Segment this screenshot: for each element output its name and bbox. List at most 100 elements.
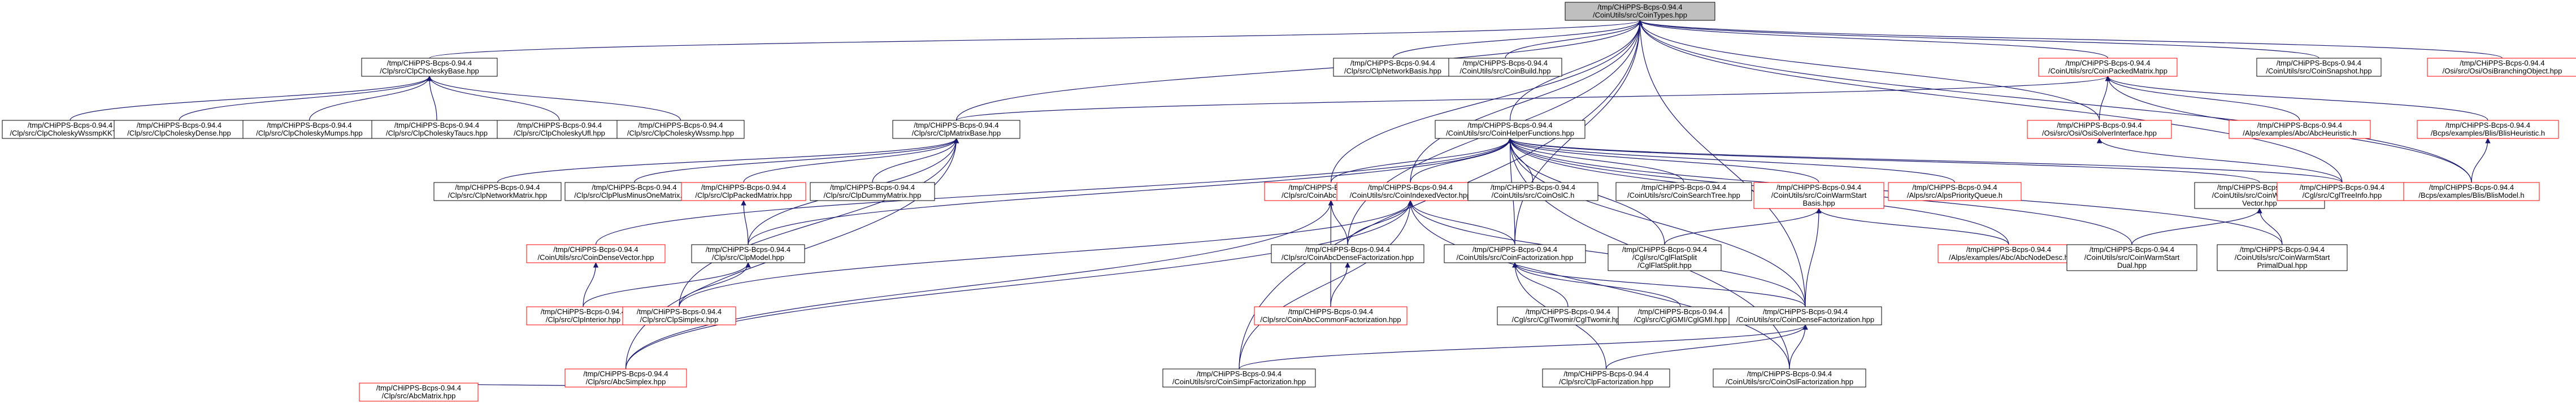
node-box xyxy=(1333,58,1453,77)
node-CoinAbcCommonFact[interactable]: /tmp/CHiPPS-Bcps-0.94.4/Clp/src/CoinAbcC… xyxy=(1254,306,1408,325)
node-label: /Clp/src/ClpModel.hpp xyxy=(712,253,784,262)
node-CglTwomir[interactable]: /tmp/CHiPPS-Bcps-0.94.4/Cgl/src/CglTwomi… xyxy=(1497,306,1639,325)
edge-CoinPackedMatrix-to-root xyxy=(1637,20,2109,59)
edge-CoinWarmStartPrimalDual-to-CoinWarmStartVector xyxy=(2257,208,2283,245)
node-CoinDenseFact[interactable]: /tmp/CHiPPS-Bcps-0.94.4/CoinUtils/src/Co… xyxy=(1728,306,1882,325)
node-label: /Alps/src/AlpsPriorityQueue.h xyxy=(1907,191,2002,199)
node-ClpCholeskyBase[interactable]: /tmp/CHiPPS-Bcps-0.94.4/Clp/src/ClpChole… xyxy=(361,58,498,77)
node-CholDense[interactable]: /tmp/CHiPPS-Bcps-0.94.4/Clp/src/ClpChole… xyxy=(114,120,245,139)
node-AbcHeuristic[interactable]: /tmp/CHiPPS-Bcps-0.94.4/Alps/examples/Ab… xyxy=(2229,120,2371,139)
node-CoinWarmStartPrimalDual[interactable]: /tmp/CHiPPS-Bcps-0.94.4/CoinUtils/src/Co… xyxy=(2217,244,2348,271)
node-root[interactable]: /tmp/CHiPPS-Bcps-0.94.4/CoinUtils/src/Co… xyxy=(1565,2,1715,21)
node-CholWssmp[interactable]: /tmp/CHiPPS-Bcps-0.94.4/Clp/src/ClpChole… xyxy=(616,120,745,139)
node-ClpModel[interactable]: /tmp/CHiPPS-Bcps-0.94.4/Clp/src/ClpModel… xyxy=(691,244,805,263)
node-AbcSimplex[interactable]: /tmp/CHiPPS-Bcps-0.94.4/Clp/src/AbcSimpl… xyxy=(564,368,687,388)
node-AbcMatrix[interactable]: /tmp/CHiPPS-Bcps-0.94.4/Clp/src/AbcMatri… xyxy=(359,383,479,402)
node-label: /tmp/CHiPPS-Bcps-0.94.4 xyxy=(830,183,915,192)
node-ClpLinear[interactable]: /tmp/CHiPPS-Bcps-0.94.4/Clp/src/ClpInter… xyxy=(526,306,640,325)
node-label: /tmp/CHiPPS-Bcps-0.94.4 xyxy=(1641,183,1726,192)
edge-ClpNetworkMatrix-to-ClpMatrixBase xyxy=(497,138,959,183)
node-label: /tmp/CHiPPS-Bcps-0.94.4 xyxy=(387,59,472,67)
node-box xyxy=(371,120,502,139)
node-CoinHelper[interactable]: /tmp/CHiPPS-Bcps-0.94.4/CoinUtils/src/Co… xyxy=(1435,120,1585,139)
edge-CoinAbcDenseFact-to-CoinAbcCommon xyxy=(1328,200,1348,245)
node-box xyxy=(564,368,687,388)
edge-CholTaucs-to-ClpCholeskyBase xyxy=(427,76,437,121)
node-ClpNetworkBasis[interactable]: /tmp/CHiPPS-Bcps-0.94.4/Clp/src/ClpNetwo… xyxy=(1333,58,1453,77)
node-CholTaucs[interactable]: /tmp/CHiPPS-Bcps-0.94.4/Clp/src/ClpChole… xyxy=(371,120,502,139)
node-label: /tmp/CHiPPS-Bcps-0.94.4 xyxy=(267,121,351,129)
node-CoinSnapshot[interactable]: /tmp/CHiPPS-Bcps-0.94.4/CoinUtils/src/Co… xyxy=(2256,58,2382,77)
node-label: /tmp/CHiPPS-Bcps-0.94.4 xyxy=(701,183,786,192)
node-BlisModel[interactable]: /tmp/CHiPPS-Bcps-0.94.4/Bcps/examples/Bl… xyxy=(2403,182,2540,201)
node-CglFlatSplit[interactable]: /tmp/CHiPPS-Bcps-0.94.4/Cgl/src/CglFlatS… xyxy=(1608,244,1722,271)
node-ClpPacked[interactable]: /tmp/CHiPPS-Bcps-0.94.4/Clp/src/ClpPacke… xyxy=(681,182,806,201)
edge-CholUfl-to-ClpCholeskyBase xyxy=(427,76,560,121)
node-CoinOslFact[interactable]: /tmp/CHiPPS-Bcps-0.94.4/CoinUtils/src/Co… xyxy=(1713,368,1866,388)
node-label: /Clp/src/ClpCholeskyUfl.hpp xyxy=(514,129,605,137)
node-CglGMI[interactable]: /tmp/CHiPPS-Bcps-0.94.4/Cgl/src/CglGMI/C… xyxy=(1618,306,1743,325)
node-CglTreeInfo[interactable]: /tmp/CHiPPS-Bcps-0.94.4/Cgl/src/CglTreeI… xyxy=(2277,182,2408,201)
node-label: /Clp/src/ClpCholeskyMumps.hpp xyxy=(256,129,363,137)
node-AlpsPQ[interactable]: /tmp/CHiPPS-Bcps-0.94.4/Alps/src/AlpsPri… xyxy=(1888,182,2022,201)
node-box xyxy=(681,182,806,201)
node-ClpMatrixBase[interactable]: /tmp/CHiPPS-Bcps-0.94.4/Clp/src/ClpMatri… xyxy=(892,120,1020,139)
node-CholUfl[interactable]: /tmp/CHiPPS-Bcps-0.94.4/Clp/src/ClpChole… xyxy=(497,120,622,139)
node-ClpSimplex[interactable]: /tmp/CHiPPS-Bcps-0.94.4/Clp/src/ClpSimpl… xyxy=(622,306,736,325)
node-label: /tmp/CHiPPS-Bcps-0.94.4 xyxy=(1491,183,1575,192)
node-label: /CoinUtils/src/CoinWarmStart xyxy=(2235,253,2330,262)
edge-ClpNetworkBasis-to-root xyxy=(1392,20,1643,59)
node-OsiSolverInterface[interactable]: /tmp/CHiPPS-Bcps-0.94.4/Osi/src/Osi/OsiS… xyxy=(2027,120,2172,139)
node-label: /Clp/src/ClpNetworkBasis.hpp xyxy=(1344,67,1441,75)
node-BlisHeuristic[interactable]: /tmp/CHiPPS-Bcps-0.94.4/Bcps/examples/Bl… xyxy=(2417,120,2559,139)
edge-CoinAbcDenseFact-to-CoinIndexed xyxy=(1347,200,1413,245)
node-label: /tmp/CHiPPS-Bcps-0.94.4 xyxy=(914,121,998,129)
node-CoinFactorization[interactable]: /tmp/CHiPPS-Bcps-0.94.4/CoinUtils/src/Co… xyxy=(1444,244,1586,263)
edge-CholMumps-to-ClpCholeskyBase xyxy=(309,76,432,121)
node-box xyxy=(1336,182,1484,201)
node-box xyxy=(691,244,805,263)
node-label: /tmp/CHiPPS-Bcps-0.94.4 xyxy=(2445,121,2530,129)
edge-OsiSolverInterface-to-root xyxy=(1637,20,2100,121)
node-box xyxy=(1497,306,1639,325)
node-CoinWarmStartBasis[interactable]: /tmp/CHiPPS-Bcps-0.94.4/CoinUtils/src/Co… xyxy=(1753,182,1884,209)
node-AbcNodeDesc[interactable]: /tmp/CHiPPS-Bcps-0.94.4/Alps/examples/Ab… xyxy=(1938,244,2080,263)
edge-CglTreeInfo-to-CoinHelper xyxy=(1508,138,2343,183)
node-CoinIndexed[interactable]: /tmp/CHiPPS-Bcps-0.94.4/CoinUtils/src/Co… xyxy=(1336,182,1484,201)
node-CholMumps[interactable]: /tmp/CHiPPS-Bcps-0.94.4/Clp/src/ClpChole… xyxy=(242,120,376,139)
node-label: /tmp/CHiPPS-Bcps-0.94.4 xyxy=(1472,245,1557,254)
node-label: /Clp/src/ClpCholeskyWssmpKKT.hpp xyxy=(10,129,130,137)
node-label: /tmp/CHiPPS-Bcps-0.94.4 xyxy=(1597,3,1682,11)
node-CoinSearchTree[interactable]: /tmp/CHiPPS-Bcps-0.94.4/CoinUtils/src/Co… xyxy=(1615,182,1752,201)
node-label: /tmp/CHiPPS-Bcps-0.94.4 xyxy=(2277,59,2361,67)
edge-ClpLinear-to-CoinDenseVector xyxy=(583,262,599,307)
node-label: /tmp/CHiPPS-Bcps-0.94.4 xyxy=(1467,121,1552,129)
node-ClpNetworkMatrix[interactable]: /tmp/CHiPPS-Bcps-0.94.4/Clp/src/ClpNetwo… xyxy=(433,182,562,201)
node-CoinOslC[interactable]: /tmp/CHiPPS-Bcps-0.94.4/CoinUtils/src/Co… xyxy=(1467,182,1598,201)
node-ClpFactorization[interactable]: /tmp/CHiPPS-Bcps-0.94.4/Clp/src/ClpFacto… xyxy=(1542,368,1670,388)
node-ClpDummy[interactable]: /tmp/CHiPPS-Bcps-0.94.4/Clp/src/ClpDummy… xyxy=(810,182,935,201)
node-CoinBuild[interactable]: /tmp/CHiPPS-Bcps-0.94.4/CoinUtils/src/Co… xyxy=(1448,58,1562,77)
node-CoinDenseVector[interactable]: /tmp/CHiPPS-Bcps-0.94.4/CoinUtils/src/Co… xyxy=(526,244,666,263)
node-box xyxy=(1615,182,1752,201)
node-label: /Clp/src/ClpNetworkMatrix.hpp xyxy=(448,191,548,199)
node-label: /tmp/CHiPPS-Bcps-0.94.4 xyxy=(2065,59,2150,67)
edge-CoinWarmStartVector-to-CoinHelper xyxy=(1507,138,2260,183)
node-label: /tmp/CHiPPS-Bcps-0.94.4 xyxy=(1622,245,1707,254)
edge-CoinWarmStartDual-to-CoinWarmStartVector xyxy=(2131,208,2262,245)
node-label: /CoinUtils/src/CoinDenseVector.hpp xyxy=(538,253,654,262)
node-OsiBranchingObject[interactable]: /tmp/CHiPPS-Bcps-0.94.4/Osi/src/Osi/OsiB… xyxy=(2427,58,2576,77)
node-label: /Clp/src/AbcSimplex.hpp xyxy=(586,377,666,386)
node-box xyxy=(2027,120,2172,139)
node-CoinAbcDenseFact[interactable]: /tmp/CHiPPS-Bcps-0.94.4/Clp/src/CoinAbcD… xyxy=(1271,244,1424,263)
node-label: /tmp/CHiPPS-Bcps-0.94.4 xyxy=(394,121,479,129)
node-label: /Alps/examples/Abc/AbcNodeDesc.h xyxy=(1949,253,2069,262)
node-box xyxy=(2417,120,2559,139)
node-CoinWarmStartDual[interactable]: /tmp/CHiPPS-Bcps-0.94.4/CoinUtils/src/Co… xyxy=(2066,244,2197,271)
node-CoinSimpFact[interactable]: /tmp/CHiPPS-Bcps-0.94.4/CoinUtils/src/Co… xyxy=(1162,368,1316,388)
node-box xyxy=(242,120,376,139)
node-label: /tmp/CHiPPS-Bcps-0.94.4 xyxy=(2429,183,2514,192)
node-CoinPackedMatrix[interactable]: /tmp/CHiPPS-Bcps-0.94.4/CoinUtils/src/Co… xyxy=(2038,58,2178,77)
node-label: /Osi/src/Osi/OsiSolverInterface.hpp xyxy=(2042,129,2157,137)
